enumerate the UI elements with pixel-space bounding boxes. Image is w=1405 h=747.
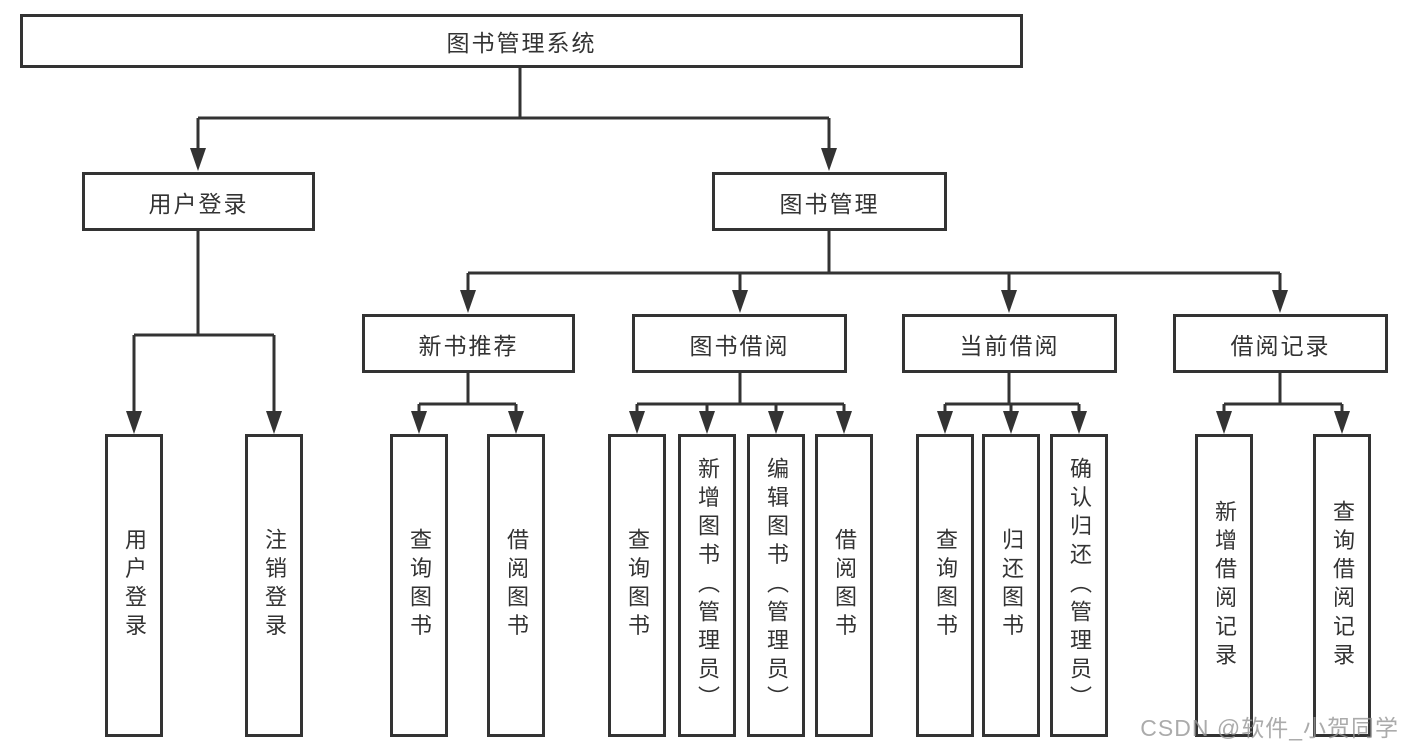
- leaf-logout: 注销登录: [245, 434, 303, 737]
- arrowheads: [126, 148, 1350, 434]
- leaf-query-book-recommend: 查询图书: [390, 434, 448, 737]
- node-borrow-records: 借阅记录: [1173, 314, 1388, 373]
- node-library-system: 图书管理系统: [20, 14, 1023, 68]
- leaf-user-login: 用户登录: [105, 434, 163, 737]
- leaf-return-book: 归还图书: [982, 434, 1040, 737]
- leaf-add-borrow-record: 新增借阅记录: [1195, 434, 1253, 737]
- node-book-management: 图书管理: [712, 172, 947, 231]
- leaf-edit-book-admin: 编辑图书（管理员）: [747, 434, 805, 737]
- node-new-book-recommend: 新书推荐: [362, 314, 575, 373]
- leaf-borrow-book-recommend: 借阅图书: [487, 434, 545, 737]
- leaf-confirm-return-admin: 确认归还（管理员）: [1050, 434, 1108, 737]
- csdn-watermark: CSDN @软件_小贺同学: [1140, 715, 1399, 741]
- leaf-add-book-admin: 新增图书（管理员）: [678, 434, 736, 737]
- leaf-query-book-current: 查询图书: [916, 434, 974, 737]
- node-user-login: 用户登录: [82, 172, 315, 231]
- node-current-borrow: 当前借阅: [902, 314, 1117, 373]
- node-book-borrow: 图书借阅: [632, 314, 847, 373]
- leaf-query-book-borrow: 查询图书: [608, 434, 666, 737]
- leaf-borrow-book: 借阅图书: [815, 434, 873, 737]
- leaf-query-borrow-record: 查询借阅记录: [1313, 434, 1371, 737]
